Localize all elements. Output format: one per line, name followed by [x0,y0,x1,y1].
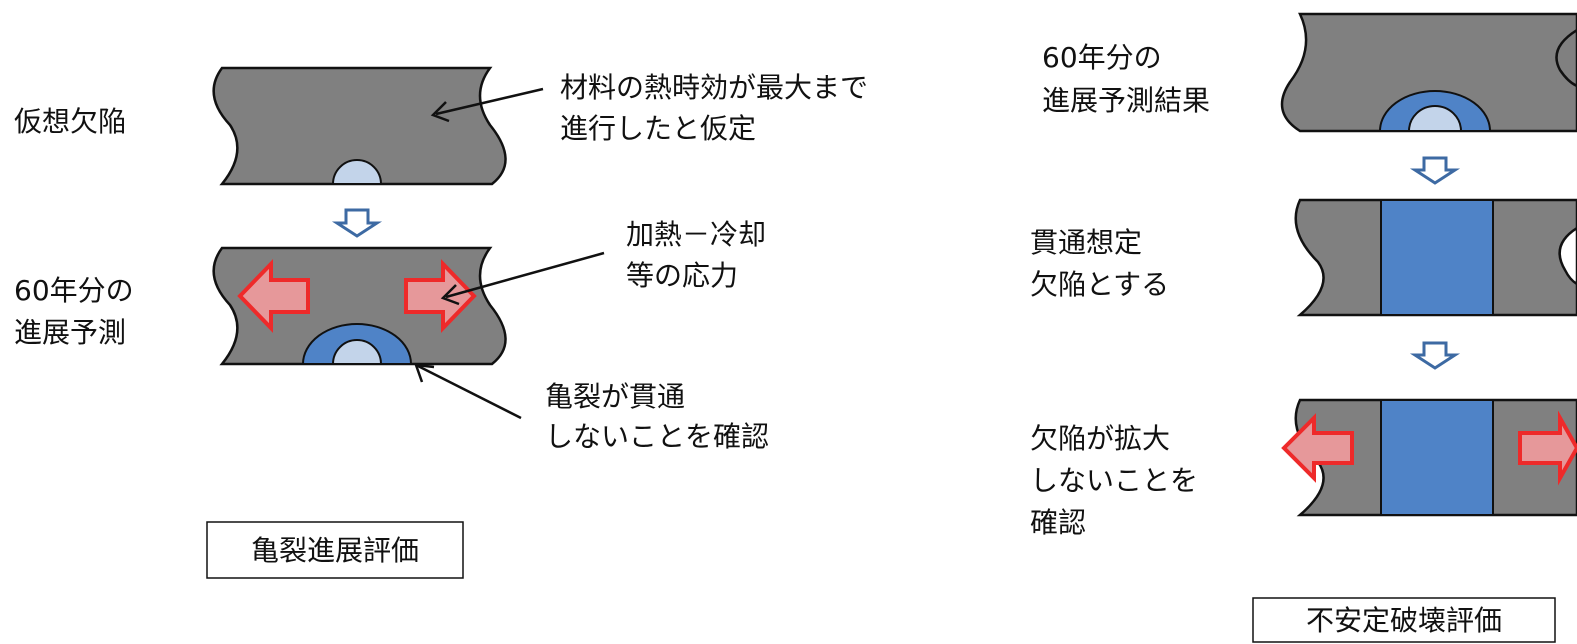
right-step2-plate [1294,198,1577,317]
stress-arrow-icon [237,259,310,333]
leader-arrowhead-icon [414,363,435,383]
crack-note-line1: 亀裂が貫通 [545,380,685,413]
down-arrow-icon [1409,341,1461,370]
step2-label-line1: 60年分の [14,274,134,307]
right-step2-label-line1: 貫通想定 [1030,226,1142,259]
step1-plate [212,66,507,186]
right-step3-label-line3: 確認 [1030,506,1086,539]
caption-box [206,521,464,579]
step1-note-line2: 進行したと仮定 [560,112,756,145]
plate-edge [1558,226,1577,286]
right-step1-label-line1: 60年分の [1042,41,1162,74]
leader-line [435,87,544,116]
initial-defect [331,159,383,185]
step1-label: 仮想欠陥 [14,105,126,138]
plate-shape [212,246,507,366]
stress-arrow-icon [1518,410,1577,486]
leader-arrowhead-icon [430,101,450,123]
right-caption: 不安定破壊評価 [1306,604,1502,637]
through-crack [1380,199,1494,316]
right-step3-label-line2: しないことを [1030,464,1198,497]
crack-note-line2: しないことを確認 [545,420,769,453]
left-panel: 仮想欠陥 材料の熱時効が最大まで 進行したと仮定 60年分の 進展予測 加熱－冷… [14,66,868,579]
right-step3-plate [1281,398,1577,517]
right-step2-label-line2: 欠陥とする [1030,268,1169,301]
right-step3-label-line1: 欠陥が拡大 [1030,422,1170,455]
initial-defect [1407,105,1463,132]
stress-note-line1: 加熱－冷却 [626,218,766,251]
stress-arrow-icon [1281,413,1354,483]
through-crack [1380,399,1494,516]
leader-line [417,364,522,420]
right-step1-plate [1280,12,1577,133]
step2-plate [212,246,507,366]
leader-arrowhead-icon [440,284,460,306]
step1-note-line1: 材料の熱時効が最大まで [560,71,868,104]
initial-defect [331,339,383,365]
down-arrow-icon [1409,156,1461,185]
right-panel: 60年分の 進展予測結果 貫通想定 欠陥とする 欠陥が拡大 しないことを 確認 [1030,12,1577,643]
down-arrow-icon [331,208,383,238]
left-caption: 亀裂進展評価 [251,534,419,567]
plate-edge [1555,28,1577,88]
step2-label-line2: 進展予測 [14,316,126,349]
leader-line [445,251,605,299]
right-step1-label-line2: 進展予測結果 [1042,84,1210,117]
caption-box [1252,597,1556,643]
stress-note-line2: 等の応力 [626,259,738,292]
stress-arrow-icon [404,259,477,333]
plate-shape [1280,12,1577,133]
